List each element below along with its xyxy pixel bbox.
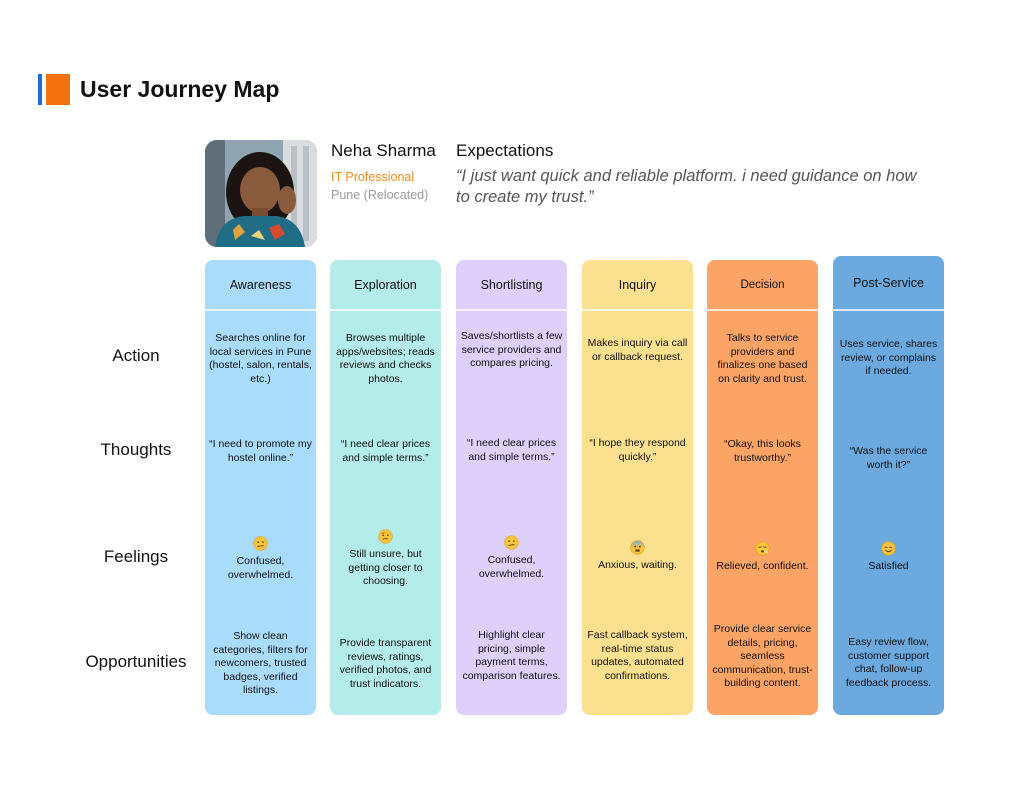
anxious-face-icon xyxy=(630,540,645,555)
stage-column-exploration: Exploration Browses multiple apps/websit… xyxy=(330,260,441,715)
stage-feeling-block: Satisfied xyxy=(837,541,940,574)
unsure-face-icon xyxy=(378,529,393,544)
stage-column-decision: Decision Talks to service providers and … xyxy=(707,260,818,715)
stage-feeling: Satisfied xyxy=(837,560,940,574)
persona-avatar xyxy=(205,140,317,247)
stage-feeling: Anxious, waiting. xyxy=(586,559,689,573)
stage-column-inquiry: Inquiry Makes inquiry via call or callba… xyxy=(582,260,693,715)
stage-thought: “I need clear prices and simple terms.” xyxy=(334,438,437,465)
persona-location: Pune (Relocated) xyxy=(331,188,428,202)
stage-action: Makes inquiry via call or callback reque… xyxy=(586,337,689,364)
stage-opportunity: Provide transparent reviews, ratings, ve… xyxy=(334,637,437,691)
stage-feeling-block: Relieved, confident. xyxy=(711,541,814,574)
stage-action: Searches online for local services in Pu… xyxy=(209,332,312,386)
stage-feeling-block: Still unsure, but getting closer to choo… xyxy=(334,529,437,589)
stage-opportunity: Fast callback system, real-time status u… xyxy=(586,629,689,683)
stage-thought: “Was the service worth it?” xyxy=(837,445,940,472)
stage-opportunity: Show clean categories, filters for newco… xyxy=(209,630,312,698)
stage-feeling-block: Anxious, waiting. xyxy=(586,540,689,573)
stage-opportunity: Provide clear service details, pricing, … xyxy=(711,623,814,691)
page-title: User Journey Map xyxy=(80,74,279,105)
stage-action: Saves/shortlists a few service providers… xyxy=(460,330,563,371)
stage-feeling-block: Confused, overwhelmed. xyxy=(209,536,312,582)
expectations-title: Expectations xyxy=(456,141,553,161)
stage-thought: “Okay, this looks trustworthy.” xyxy=(711,438,814,465)
stage-column-post-service: Post-Service Uses service, shares review… xyxy=(833,256,944,715)
stage-title: Inquiry xyxy=(582,260,693,311)
row-label-opportunities: Opportunities xyxy=(76,652,196,672)
title-accent-bar-blue xyxy=(38,74,42,105)
stage-thought: “I need clear prices and simple terms.” xyxy=(460,437,563,464)
persona-role: IT Professional xyxy=(331,170,414,184)
relieved-face-icon xyxy=(755,541,770,556)
stage-column-awareness: Awareness Searches online for local serv… xyxy=(205,260,316,715)
stage-action: Talks to service providers and finalizes… xyxy=(711,332,814,386)
stage-feeling: Confused, overwhelmed. xyxy=(460,554,563,581)
satisfied-face-icon xyxy=(881,541,896,556)
persona-name: Neha Sharma xyxy=(331,141,436,161)
row-label-action: Action xyxy=(76,346,196,366)
stage-title: Shortlisting xyxy=(456,260,567,311)
row-label-thoughts: Thoughts xyxy=(76,440,196,460)
stage-opportunity: Highlight clear pricing, simple payment … xyxy=(460,629,563,683)
stage-thought: “I hope they respond quickly.” xyxy=(586,437,689,464)
stage-action: Uses service, shares review, or complain… xyxy=(837,338,940,379)
expectations-quote: “I just want quick and reliable platform… xyxy=(456,166,926,208)
stage-feeling-block: Confused, overwhelmed. xyxy=(460,535,563,581)
stage-title: Exploration xyxy=(330,260,441,311)
row-label-feelings: Feelings xyxy=(76,547,196,567)
stage-feeling: Confused, overwhelmed. xyxy=(209,555,312,582)
stage-action: Browses multiple apps/websites; reads re… xyxy=(334,332,437,386)
stage-title: Decision xyxy=(707,260,818,311)
stage-feeling: Relieved, confident. xyxy=(711,560,814,574)
title-accent-bar-orange xyxy=(46,74,70,105)
stage-title: Awareness xyxy=(205,260,316,311)
stage-column-shortlisting: Shortlisting Saves/shortlists a few serv… xyxy=(456,260,567,715)
confused-face-icon xyxy=(504,535,519,550)
stage-opportunity: Easy review flow, customer support chat,… xyxy=(837,636,940,690)
stage-feeling: Still unsure, but getting closer to choo… xyxy=(334,548,437,589)
stage-title: Post-Service xyxy=(833,256,944,311)
stage-thought: “I need to promote my hostel online.” xyxy=(209,438,312,465)
confused-face-icon xyxy=(253,536,268,551)
